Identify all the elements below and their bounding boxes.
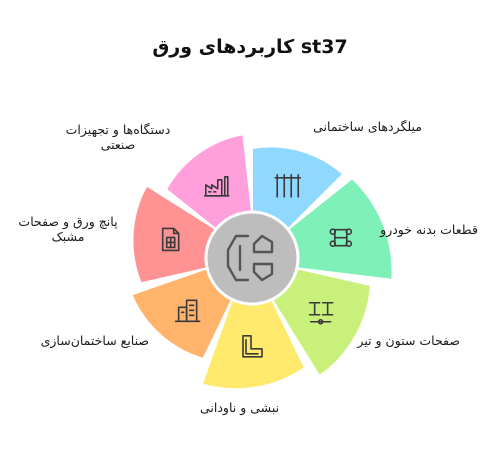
rebar-icon: [274, 174, 302, 198]
label-car-body: قطعات بدنه خودرو: [380, 222, 478, 237]
label-rebar: میلگردهای ساختمانی: [313, 119, 422, 134]
center-hub: [204, 210, 300, 306]
label-construction: صنایع ساختمان‌سازی: [40, 333, 149, 348]
buildings-icon: [174, 299, 201, 323]
label-industrial: دستگاه‌ها و تجهیزات صنعتی: [65, 122, 171, 152]
label-perforated: پانچ ورق و صفحات مشبک: [18, 214, 118, 244]
diagram-title: کاربردهای ورق st37: [152, 36, 348, 58]
steel-profile-icon: [226, 234, 274, 282]
perforated-sheet-icon: [161, 227, 180, 252]
factory-icon: [203, 176, 230, 197]
label-column-beam: صفحات ستون و تیر: [357, 333, 460, 348]
column-beam-icon: [308, 301, 334, 325]
angle-profile-icon: [242, 334, 263, 358]
label-angle-channel: نبشی و ناودانی: [200, 400, 280, 415]
car-chassis-icon: [329, 228, 353, 248]
